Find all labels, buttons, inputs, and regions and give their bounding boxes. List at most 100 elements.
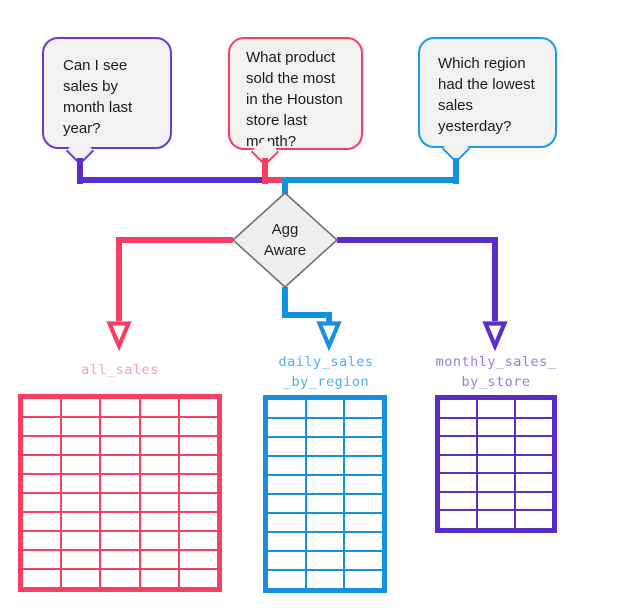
table-cell — [268, 495, 305, 512]
table-cell — [179, 456, 217, 473]
arrowhead-blue-icon — [316, 321, 342, 352]
table-cell — [101, 437, 139, 454]
table-cell — [23, 513, 61, 530]
table-cell — [101, 399, 139, 416]
table-cell — [478, 437, 514, 454]
table-cell — [62, 437, 100, 454]
table-cell — [140, 456, 178, 473]
table-cell — [345, 438, 382, 455]
table-cell — [62, 475, 100, 492]
table-cell — [62, 456, 100, 473]
arrowhead-purple-icon — [482, 321, 508, 352]
table-cell — [516, 492, 552, 510]
branch-pink-vertical — [116, 237, 122, 321]
table-cell — [101, 513, 139, 530]
table-cell — [62, 399, 100, 416]
connector-blue-into-diamond — [282, 177, 288, 197]
table-cell — [101, 475, 139, 492]
table-cell — [62, 532, 100, 549]
branch-blue-horizontal — [282, 312, 332, 318]
table-cell — [62, 551, 100, 568]
table-cell — [140, 494, 178, 511]
table-cell — [440, 400, 476, 417]
table-cell — [140, 513, 178, 530]
decision-diamond — [231, 191, 339, 289]
table-cell — [440, 455, 476, 473]
table-cell — [140, 570, 178, 587]
table-cell — [345, 552, 382, 569]
speech-bubble-region-question: Which region had the lowest sales yester… — [418, 37, 557, 148]
table-cell — [440, 418, 476, 436]
table-cell — [268, 438, 305, 455]
branch-blue-stub — [326, 312, 332, 322]
table-grid-monthly-sales-by-store — [435, 395, 557, 533]
table-cell — [306, 571, 344, 588]
speech-bubble-monthly-sales-question: Can I see sales by month last year? — [42, 37, 172, 149]
table-cell — [179, 570, 217, 587]
table-cell — [179, 475, 217, 492]
table-cell — [101, 551, 139, 568]
table-cell — [268, 419, 305, 436]
table-cell — [140, 551, 178, 568]
table-cell — [440, 511, 476, 528]
table-cell — [268, 571, 305, 588]
table-cell — [62, 513, 100, 530]
table-cell — [306, 419, 344, 436]
table-cell — [101, 456, 139, 473]
table-cell — [478, 400, 514, 417]
table-cell — [345, 495, 382, 512]
table-cell — [268, 533, 305, 550]
table-cell — [516, 474, 552, 491]
connector-pink-horizontal — [262, 177, 288, 183]
table-cell — [440, 492, 476, 510]
table-cell — [345, 571, 382, 588]
table-cell — [440, 474, 476, 491]
table-cell — [140, 418, 178, 435]
table-cell — [516, 437, 552, 454]
table-cell — [268, 476, 305, 493]
table-cell — [23, 532, 61, 549]
table-cell — [306, 552, 344, 569]
table-cell — [478, 455, 514, 473]
table-label-daily-sales-by-region: daily_sales _by_region — [278, 354, 374, 390]
table-cell — [62, 418, 100, 435]
table-cell — [268, 457, 305, 474]
table-cell — [345, 476, 382, 493]
table-cell — [179, 437, 217, 454]
table-cell — [478, 511, 514, 528]
table-cell — [478, 474, 514, 491]
table-cell — [345, 514, 382, 531]
table-cell — [478, 418, 514, 436]
table-cell — [140, 399, 178, 416]
branch-pink-horizontal — [116, 237, 233, 243]
table-grid-daily-sales-by-region — [263, 395, 387, 593]
table-cell — [306, 438, 344, 455]
table-cell — [179, 551, 217, 568]
branch-purple-vertical — [492, 237, 498, 321]
branch-blue-vertical — [282, 287, 288, 318]
table-cell — [179, 513, 217, 530]
table-cell — [516, 455, 552, 473]
table-cell — [345, 457, 382, 474]
table-cell — [516, 511, 552, 528]
table-cell — [23, 570, 61, 587]
table-cell — [23, 418, 61, 435]
table-cell — [101, 532, 139, 549]
table-cell — [23, 494, 61, 511]
table-cell — [268, 400, 305, 417]
table-cell — [306, 514, 344, 531]
table-cell — [440, 437, 476, 454]
decision-label: Agg Aware — [263, 221, 307, 259]
table-cell — [306, 457, 344, 474]
connector-purple-vertical — [77, 158, 83, 184]
table-cell — [306, 476, 344, 493]
table-cell — [101, 570, 139, 587]
connector-pink-vertical — [262, 158, 268, 184]
table-cell — [101, 418, 139, 435]
table-label-monthly-sales-by-store: monthly_sales_ by_store — [435, 354, 557, 390]
table-cell — [345, 419, 382, 436]
table-cell — [345, 400, 382, 417]
table-cell — [268, 514, 305, 531]
table-cell — [62, 494, 100, 511]
table-cell — [140, 437, 178, 454]
